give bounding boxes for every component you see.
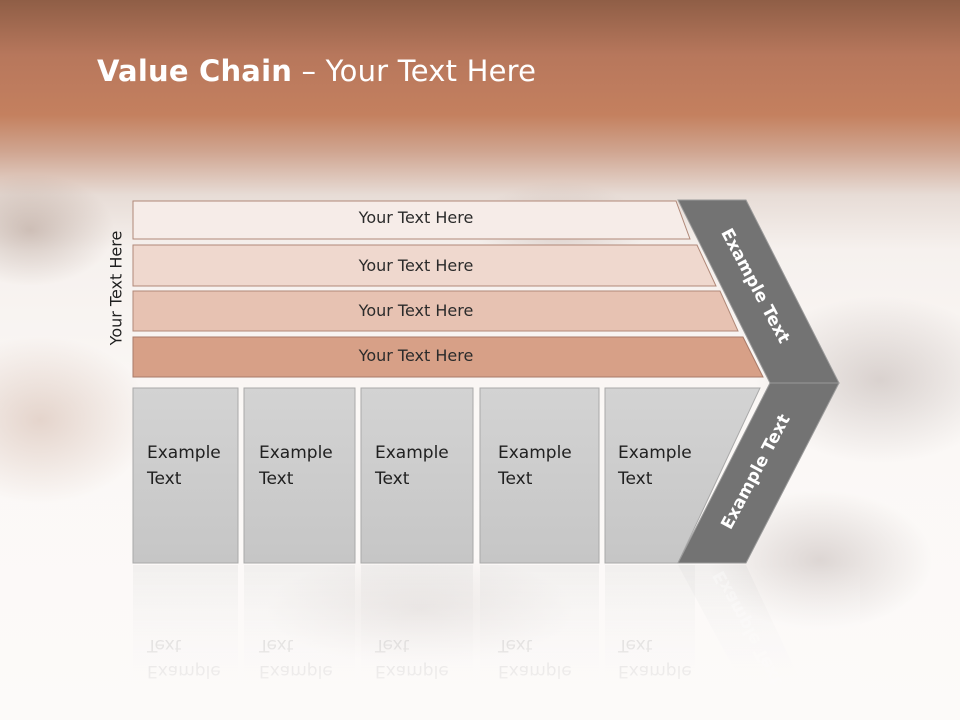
column-5-line2: Text bbox=[618, 469, 653, 489]
column-2-reflection: Example Text bbox=[259, 632, 333, 684]
chevron-lower-arm[interactable] bbox=[677, 382, 840, 564]
column-1-line2: Text bbox=[147, 469, 182, 489]
column-5-reflection-line1: Example bbox=[618, 661, 692, 681]
column-1-line1: Example bbox=[147, 443, 221, 463]
column-3-reflection-line1: Example bbox=[375, 661, 449, 681]
band-2-label: Your Text Here bbox=[358, 256, 474, 275]
band-2-shape[interactable] bbox=[132, 244, 717, 287]
column-3-shape[interactable] bbox=[360, 387, 474, 564]
slide-title[interactable]: Value Chain – Your Text Here bbox=[97, 54, 536, 88]
column-1-reflection: Example Text bbox=[147, 632, 221, 684]
reflection-shapes bbox=[133, 565, 800, 685]
band-4-label: Your Text Here bbox=[358, 346, 474, 365]
column-2-reflection-line1: Example bbox=[259, 661, 333, 681]
column-4-shape[interactable] bbox=[479, 387, 600, 564]
column-5-line1: Example bbox=[618, 443, 692, 463]
column-1-reflection-line1: Example bbox=[147, 661, 221, 681]
column-3-line2: Text bbox=[375, 469, 410, 489]
column-5-reflection: Example Text bbox=[618, 632, 692, 684]
column-1-shape[interactable] bbox=[132, 387, 239, 564]
column-5-reflection-line2: Text bbox=[618, 635, 653, 655]
column-3-reflection: Example Text bbox=[375, 632, 449, 684]
column-1-reflection-line2: Text bbox=[147, 635, 182, 655]
band-4-shape[interactable] bbox=[132, 336, 764, 378]
column-3-reflection-line2: Text bbox=[375, 635, 410, 655]
title-bold: Value Chain bbox=[97, 54, 293, 88]
column-3-line1: Example bbox=[375, 443, 449, 463]
column-4-reflection-line2: Text bbox=[498, 635, 533, 655]
column-2-reflection-line2: Text bbox=[259, 635, 294, 655]
band-3-shape[interactable] bbox=[132, 290, 739, 332]
band-3-label: Your Text Here bbox=[358, 301, 474, 320]
column-4-line1: Example bbox=[498, 443, 572, 463]
column-2-shape[interactable] bbox=[243, 387, 356, 564]
column-2-line1: Example bbox=[259, 443, 333, 463]
column-4-reflection-line1: Example bbox=[498, 661, 572, 681]
band-1-shape[interactable] bbox=[132, 200, 691, 240]
column-4-line2: Text bbox=[498, 469, 533, 489]
column-4-reflection: Example Text bbox=[498, 632, 572, 684]
band-1-label: Your Text Here bbox=[358, 208, 474, 227]
title-rest: – Your Text Here bbox=[292, 54, 537, 88]
column-2-line2: Text bbox=[259, 469, 294, 489]
